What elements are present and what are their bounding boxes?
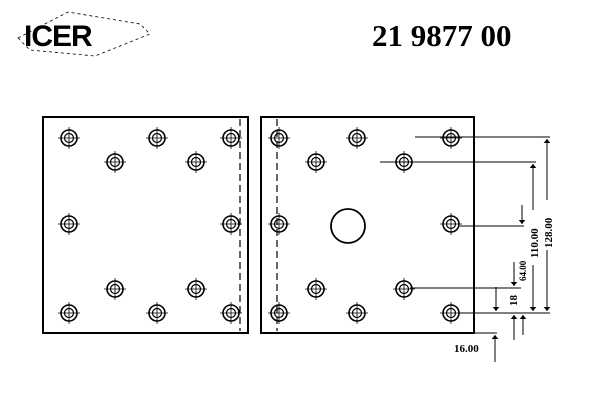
rivet-hole [268, 127, 290, 149]
rivet-hole [305, 151, 327, 173]
brand-logo-text: ICER [24, 20, 93, 53]
logo-diamond [17, 11, 151, 57]
rivet-hole [146, 302, 168, 324]
rivet-hole [393, 278, 415, 300]
dim-18-label: 18 [508, 295, 520, 307]
dim-16-label: 16.00 [454, 343, 479, 355]
dim-110-label: 110.00 [529, 228, 541, 258]
right-lining-plate [260, 116, 475, 334]
center-hole [330, 208, 366, 244]
rivet-hole [104, 278, 126, 300]
rivet-hole [440, 302, 462, 324]
rivet-hole [220, 302, 242, 324]
dim-128-label: 128.00 [543, 217, 555, 248]
rivet-hole [440, 213, 462, 235]
rivet-hole [58, 127, 80, 149]
rivet-hole [268, 302, 290, 324]
dimension-lines [380, 136, 551, 362]
rivet-holes [58, 127, 462, 324]
part-number: 21 9877 00 [372, 18, 512, 53]
rivet-hole [185, 151, 207, 173]
rivet-hole [346, 127, 368, 149]
left-lining-plate [42, 116, 249, 334]
rivet-hole [185, 278, 207, 300]
rivet-hole [146, 127, 168, 149]
rivet-hole [346, 302, 368, 324]
rivet-hole [58, 213, 80, 235]
rivet-hole [305, 278, 327, 300]
dim-64-label: 64.00 [518, 260, 528, 281]
rivet-hole [268, 213, 290, 235]
rivet-hole [440, 127, 462, 149]
rivet-hole [220, 127, 242, 149]
rivet-hole [220, 213, 242, 235]
icer-logo: ICER [17, 11, 151, 57]
rivet-hole [104, 151, 126, 173]
rivet-hole [58, 302, 80, 324]
